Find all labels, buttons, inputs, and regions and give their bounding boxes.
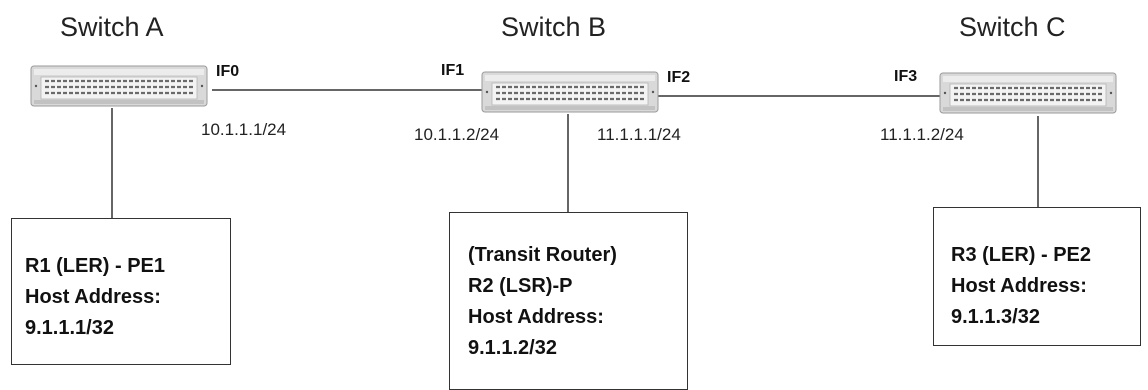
switch-a-title: Switch A [60, 12, 164, 42]
network-switch-icon [480, 70, 660, 114]
router-r2-line: (Transit Router) [468, 244, 617, 266]
router-r3-line: R3 (LER) - PE2 [951, 244, 1092, 266]
interface-label-if2: IF2 [667, 69, 691, 86]
router-box-r1: R1 (LER) - PE1 Host Address: 9.1.1.1/32 [11, 218, 231, 365]
router-box-r2: (Transit Router) R2 (LSR)-P Host Address… [449, 212, 688, 390]
switch-c-title: Switch C [959, 12, 1066, 42]
interface-label-if3: IF3 [894, 68, 918, 85]
ip-address-if3: 11.1.1.2/24 [880, 125, 964, 144]
ip-address-if1: 10.1.1.2/24 [414, 125, 500, 144]
network-switch-icon [938, 71, 1118, 115]
interface-label-if0: IF0 [216, 63, 240, 80]
router-r2-line: R2 (LSR)-P [468, 275, 573, 297]
router-box-r3: R3 (LER) - PE2 Host Address: 9.1.1.3/32 [933, 207, 1141, 346]
ip-address-if0: 10.1.1.1/24 [201, 120, 287, 139]
switch-b-title: Switch B [501, 12, 607, 42]
network-switch-icon [29, 64, 209, 108]
router-r1-line: 9.1.1.1/32 [25, 317, 114, 339]
router-r2-line: 9.1.1.2/32 [468, 337, 557, 359]
router-r3-line: 9.1.1.3/32 [951, 306, 1040, 328]
router-r3-line: Host Address: [951, 275, 1087, 297]
router-r1-line: Host Address: [25, 286, 161, 308]
router-r1-line: R1 (LER) - PE1 [25, 255, 166, 277]
ip-address-if2: 11.1.1.1/24 [597, 125, 681, 144]
interface-label-if1: IF1 [441, 62, 465, 79]
router-r2-line: Host Address: [468, 306, 604, 328]
